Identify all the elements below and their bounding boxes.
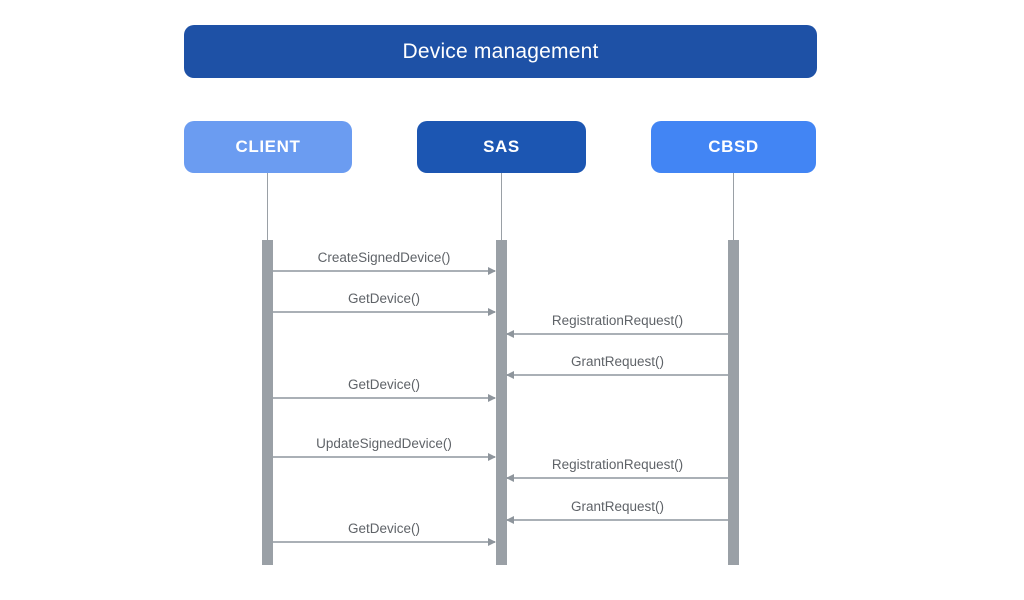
diagram-title: Device management [184, 25, 817, 78]
message-registration-request-2: RegistrationRequest() [506, 453, 728, 482]
message-update-signed-device: UpdateSignedDevice() [273, 432, 496, 461]
message-label: GetDevice() [347, 521, 420, 536]
message-get-device-1: GetDevice() [273, 287, 496, 316]
activation-bar-sas [496, 240, 507, 565]
message-label: GetDevice() [347, 291, 420, 306]
message-label: GetDevice() [347, 377, 420, 392]
message-get-device-2: GetDevice() [273, 373, 496, 402]
arrow-left-icon [506, 330, 728, 338]
message-label: UpdateSignedDevice() [316, 436, 452, 451]
lifeline-cbsd [733, 173, 734, 240]
arrow-left-icon [506, 516, 728, 524]
message-label: RegistrationRequest() [551, 457, 684, 472]
message-registration-request-1: RegistrationRequest() [506, 309, 728, 338]
arrow-left-icon [506, 371, 728, 379]
message-get-device-3: GetDevice() [273, 517, 496, 546]
lifeline-client [267, 173, 268, 240]
message-create-signed-device: CreateSignedDevice() [273, 246, 496, 275]
message-label: GrantRequest() [570, 354, 665, 369]
actor-cbsd: CBSD [651, 121, 816, 173]
activation-bar-client [262, 240, 273, 565]
message-grant-request-2: GrantRequest() [506, 495, 728, 524]
message-grant-request-1: GrantRequest() [506, 350, 728, 379]
message-label: CreateSignedDevice() [317, 250, 451, 265]
arrow-right-icon [273, 267, 496, 275]
arrow-right-icon [273, 453, 496, 461]
arrow-right-icon [273, 394, 496, 402]
actor-client: CLIENT [184, 121, 352, 173]
message-label: RegistrationRequest() [551, 313, 684, 328]
lifeline-sas [501, 173, 502, 240]
arrow-right-icon [273, 538, 496, 546]
arrow-right-icon [273, 308, 496, 316]
arrow-left-icon [506, 474, 728, 482]
activation-bar-cbsd [728, 240, 739, 565]
message-label: GrantRequest() [570, 499, 665, 514]
actor-sas: SAS [417, 121, 586, 173]
